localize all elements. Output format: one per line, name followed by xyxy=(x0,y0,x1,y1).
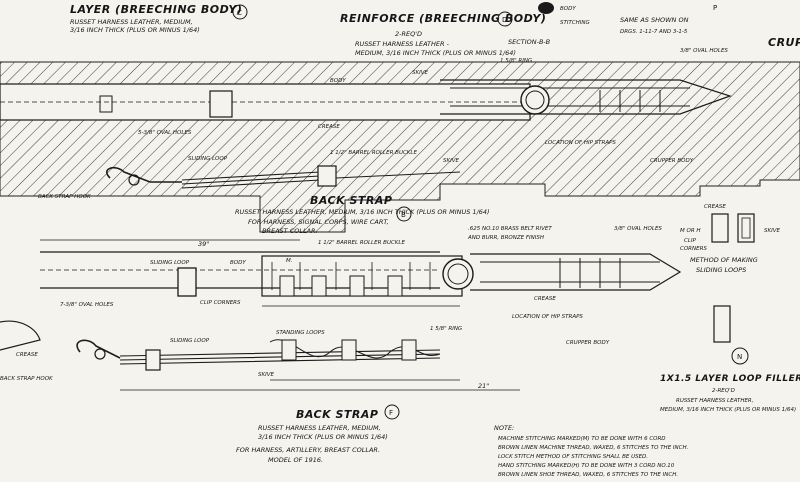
upper-oval-holes-right: 3/8" OVAL HOLES xyxy=(680,48,728,54)
rp-crease: CREASE xyxy=(704,204,726,210)
filler-title: 1X1.5 LAYER LOOP FILLER PIECE xyxy=(660,374,800,384)
reinforce-spec-2: MEDIUM, 3/16 INCH THICK (PLUS OR MINUS 1… xyxy=(355,49,516,57)
drgs-ref: DRGS. 1-11-7 AND 3-1-5 xyxy=(620,29,688,35)
upper-strap xyxy=(0,79,732,189)
lower-back-strap-hook: BACK STRAP HOOK xyxy=(0,376,53,382)
crupper-partial: CRUP xyxy=(768,36,800,49)
note-line-5: BROWN LINEN SHOE THREAD, WAXED, 6 STITCH… xyxy=(498,472,678,478)
lower-crease: CREASE xyxy=(534,296,556,302)
upper-bs-spec-1: RUSSET HARNESS LEATHER, MEDIUM, 3/16 INC… xyxy=(235,208,490,216)
upper-back-strap-title: BACK STRAP xyxy=(310,194,392,207)
rp-n-mark: N xyxy=(737,353,742,361)
reinforce-mark: D xyxy=(502,16,507,24)
rp-method-1: METHOD OF MAKING xyxy=(690,256,758,264)
rivet-note-2: AND BURR, BRONZE FINISH xyxy=(467,235,544,241)
reinforce-title: REINFORCE (BREECHING BODY) xyxy=(340,12,546,25)
body-label: BODY xyxy=(560,6,576,12)
filler-req: 2-REQ'D xyxy=(712,388,735,394)
same-as-shown: SAME AS SHOWN ON xyxy=(620,16,689,24)
upper-oval-holes: 5-3/8" OVAL HOLES xyxy=(138,130,192,136)
lower-crupper-body: CRUPPER BODY xyxy=(566,340,610,346)
upper-ring-label: 1 5/8" RING xyxy=(500,58,532,64)
filler-spec-1: RUSSET HARNESS LEATHER, xyxy=(676,398,754,404)
layer-spec-2: 3/16 INCH THICK (PLUS OR MINUS 1/64) xyxy=(70,26,200,34)
layer-title: LAYER (BREECHING BODY) xyxy=(70,3,242,16)
stitching-label: STITCHING xyxy=(560,20,590,26)
len-39: 39" xyxy=(198,240,209,248)
bottom-purpose-1: FOR HARNESS, ARTILLERY, BREAST COLLAR. xyxy=(236,446,380,454)
lower-body-label: BODY xyxy=(230,260,246,266)
rp-clip-1: CLIP xyxy=(684,238,697,244)
len-21: 21" xyxy=(478,382,489,390)
note-line-4: HAND STITCHING MARKED(H) TO BE DONE WITH… xyxy=(498,463,675,469)
lower-location-hip-straps: LOCATION OF HIP STRAPS xyxy=(512,314,583,320)
m-mark: M. xyxy=(286,258,293,264)
sliding-loop-method xyxy=(711,213,755,365)
rivet-note-1: .625 NO.10 BRASS BELT RIVET xyxy=(468,226,552,232)
filler-spec-2: MEDIUM, 3/16 INCH THICK (PLUS OR MINUS 1… xyxy=(660,407,796,413)
lower-skive: SKIVE xyxy=(258,372,274,378)
rp-m-or-h: M OR H xyxy=(680,228,701,234)
note-title: NOTE: xyxy=(494,424,514,432)
lower-oval-holes-right: 3/8" OVAL HOLES xyxy=(614,226,662,232)
upper-bs-spec-2: FOR HARNESS, SIGNAL CORPS, WIRE CART, xyxy=(248,218,389,226)
lower-ring-label: 1 5/8" RING xyxy=(430,326,462,332)
upper-sliding-loop: SLIDING LOOP xyxy=(188,156,228,162)
mark-b-circle xyxy=(396,206,412,222)
upper-crupper-body: CRUPPER BODY xyxy=(650,158,694,164)
layer-mark: C xyxy=(237,9,242,17)
lower-clip-corners: CLIP CORNERS xyxy=(200,300,241,306)
note-line-3: LOCK STITCH METHOD OF STITCHING SHALL BE… xyxy=(498,454,648,460)
lower-barrel-buckle: 1 1/2" BARREL ROLLER BUCKLE xyxy=(318,240,405,246)
bottom-purpose-2: MODEL OF 1916. xyxy=(268,456,323,464)
upper-body-label: BODY xyxy=(330,78,346,84)
upper-bs-spec-3: BREAST COLLAR. xyxy=(262,227,318,235)
bottom-back-strap-mark: F xyxy=(389,409,393,417)
section-label: SECTION-B-B xyxy=(508,38,551,46)
stitching-symbol xyxy=(538,2,554,14)
bottom-back-strap-title: BACK STRAP xyxy=(296,408,378,421)
note-line-2: BROWN LINEN MACHINE THREAD, WAXED, 6 STI… xyxy=(498,445,689,451)
lower-sliding-loop-2: SLIDING LOOP xyxy=(170,338,210,344)
upper-crease-label: CREASE xyxy=(318,124,340,130)
lower-oval-holes-left: 7-3/8" OVAL HOLES xyxy=(60,302,114,308)
upper-back-strap-mark: B xyxy=(401,211,406,219)
upper-barrel-buckle: 1 1/2" BARREL ROLLER BUCKLE xyxy=(330,150,417,156)
bottom-spec-1: RUSSET HARNESS LEATHER, MEDIUM, xyxy=(258,424,381,432)
upper-back-strap-hook: BACK STRAP HOOK xyxy=(38,194,91,200)
rp-skive: SKIVE xyxy=(764,228,780,234)
layer-spec-1: RUSSET HARNESS LEATHER, MEDIUM, xyxy=(70,18,193,26)
note-line-1: MACHINE STITCHING MARKED(M) TO BE DONE W… xyxy=(498,436,666,442)
lower-strap xyxy=(0,239,682,391)
reinforce-req: 2-REQ'D xyxy=(395,30,422,38)
bottom-spec-2: 3/16 INCH THICK (PLUS OR MINUS 1/64) xyxy=(258,433,388,441)
mark-c-circle xyxy=(232,4,248,20)
upper-skive: SKIVE xyxy=(443,158,459,164)
rp-method-2: SLIDING LOOPS xyxy=(696,266,746,274)
standing-loops: STANDING LOOPS xyxy=(276,330,325,336)
reinforce-spec-1: RUSSET HARNESS LEATHER - xyxy=(355,40,450,48)
lower-sliding-loop: SLIDING LOOP xyxy=(150,260,190,266)
skive-top: SKIVE xyxy=(412,70,428,76)
lower-crease-left: CREASE xyxy=(16,352,38,358)
upper-location-hip-straps: LOCATION OF HIP STRAPS xyxy=(545,140,616,146)
mark-f-circle xyxy=(384,404,400,420)
rp-clip-2: CORNERS xyxy=(680,246,707,252)
mark-d-circle xyxy=(497,11,513,27)
p-mark: P xyxy=(713,4,717,12)
